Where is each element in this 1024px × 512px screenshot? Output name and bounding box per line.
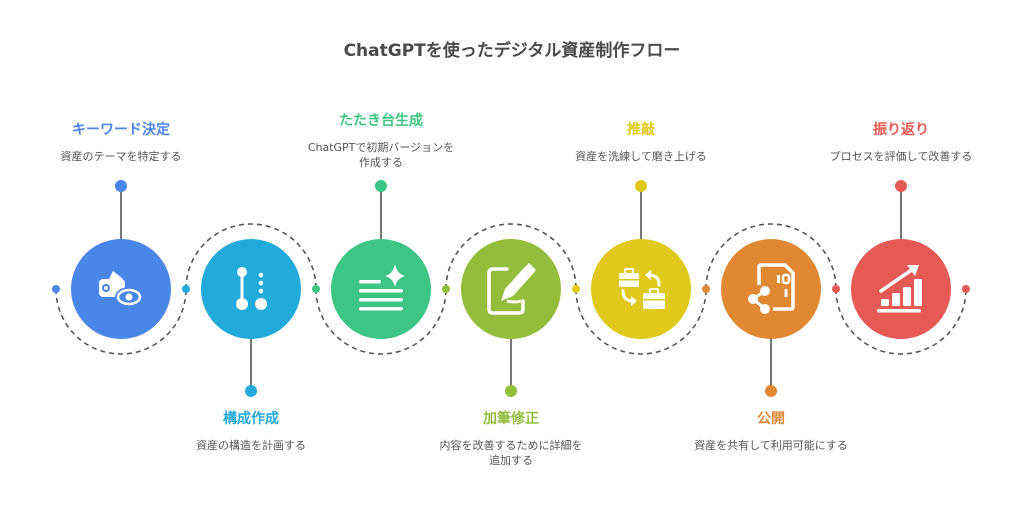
pin-dot: [115, 180, 127, 192]
junction-dot: [962, 285, 970, 293]
junction-dot: [182, 285, 190, 293]
junction-dot: [572, 285, 580, 293]
step-title: 推敲: [627, 122, 655, 138]
step-description: 資産を洗練して磨き上げる: [575, 150, 707, 163]
structure-nodes-icon: [236, 267, 267, 310]
step-circle[interactable]: [201, 239, 301, 339]
pin-dot: [375, 180, 387, 192]
step-label: 振り返りプロセスを評価して改善する: [806, 121, 996, 164]
growth-chart-icon: [877, 265, 922, 313]
toolbox-swap-icon: [619, 268, 665, 309]
dashed-arc: [705, 223, 837, 290]
junction-dot: [52, 285, 60, 293]
step-title: キーワード決定: [72, 122, 170, 138]
dashed-arc: [55, 288, 187, 355]
step-label: 推敲資産を洗練して磨き上げる: [546, 121, 736, 164]
step-circle[interactable]: [591, 239, 691, 339]
step-title: 振り返り: [873, 122, 929, 138]
pin-dot: [505, 385, 517, 397]
text-sparkle-icon: [359, 264, 405, 311]
step-label: 加筆修正内容を改善するために詳細を追加する: [416, 410, 606, 468]
junction-dot: [312, 285, 320, 293]
step-circle[interactable]: [851, 239, 951, 339]
dashed-arc: [185, 223, 317, 290]
pin-dot: [765, 385, 777, 397]
dashed-arc: [575, 288, 707, 355]
step-label: 構成作成資産の構造を計画する: [156, 410, 346, 453]
pin-dot: [895, 180, 907, 192]
dashed-arc: [315, 288, 447, 355]
page-title: ChatGPTを使ったデジタル資産制作フロー: [343, 41, 681, 61]
step-description: 資産のテーマを特定する: [60, 150, 182, 163]
step-description: ChatGPTで初期バージョンを作成する: [307, 141, 455, 169]
step-title: 公開: [757, 411, 785, 427]
junction-dot: [442, 285, 450, 293]
step-label: キーワード決定資産のテーマを特定する: [26, 121, 216, 164]
step-title: 加筆修正: [483, 411, 539, 427]
dashed-arc: [835, 288, 967, 355]
step-description: 内容を改善するために詳細を追加する: [439, 439, 583, 467]
pin-dot: [635, 180, 647, 192]
dashed-arc: [445, 223, 577, 290]
step-description: プロセスを評価して改善する: [829, 150, 973, 163]
pin-dot: [245, 385, 257, 397]
step-circle[interactable]: [721, 239, 821, 339]
wallet-eye-icon: [99, 271, 143, 307]
step-description: 資産を共有して利用可能にする: [694, 439, 848, 452]
junction-dot: [702, 285, 710, 293]
junction-dot: [832, 285, 840, 293]
step-description: 資産の構造を計画する: [196, 439, 306, 452]
step-label: たたき台生成 ChatGPTで初期バージョンを作成する: [286, 112, 476, 170]
share-file-icon: [748, 263, 795, 314]
step-label: 公開資産を共有して利用可能にする: [676, 410, 866, 453]
step-title: たたき台生成: [339, 113, 423, 129]
step-title: 構成作成: [223, 411, 279, 427]
edit-pen-icon: [487, 263, 536, 315]
